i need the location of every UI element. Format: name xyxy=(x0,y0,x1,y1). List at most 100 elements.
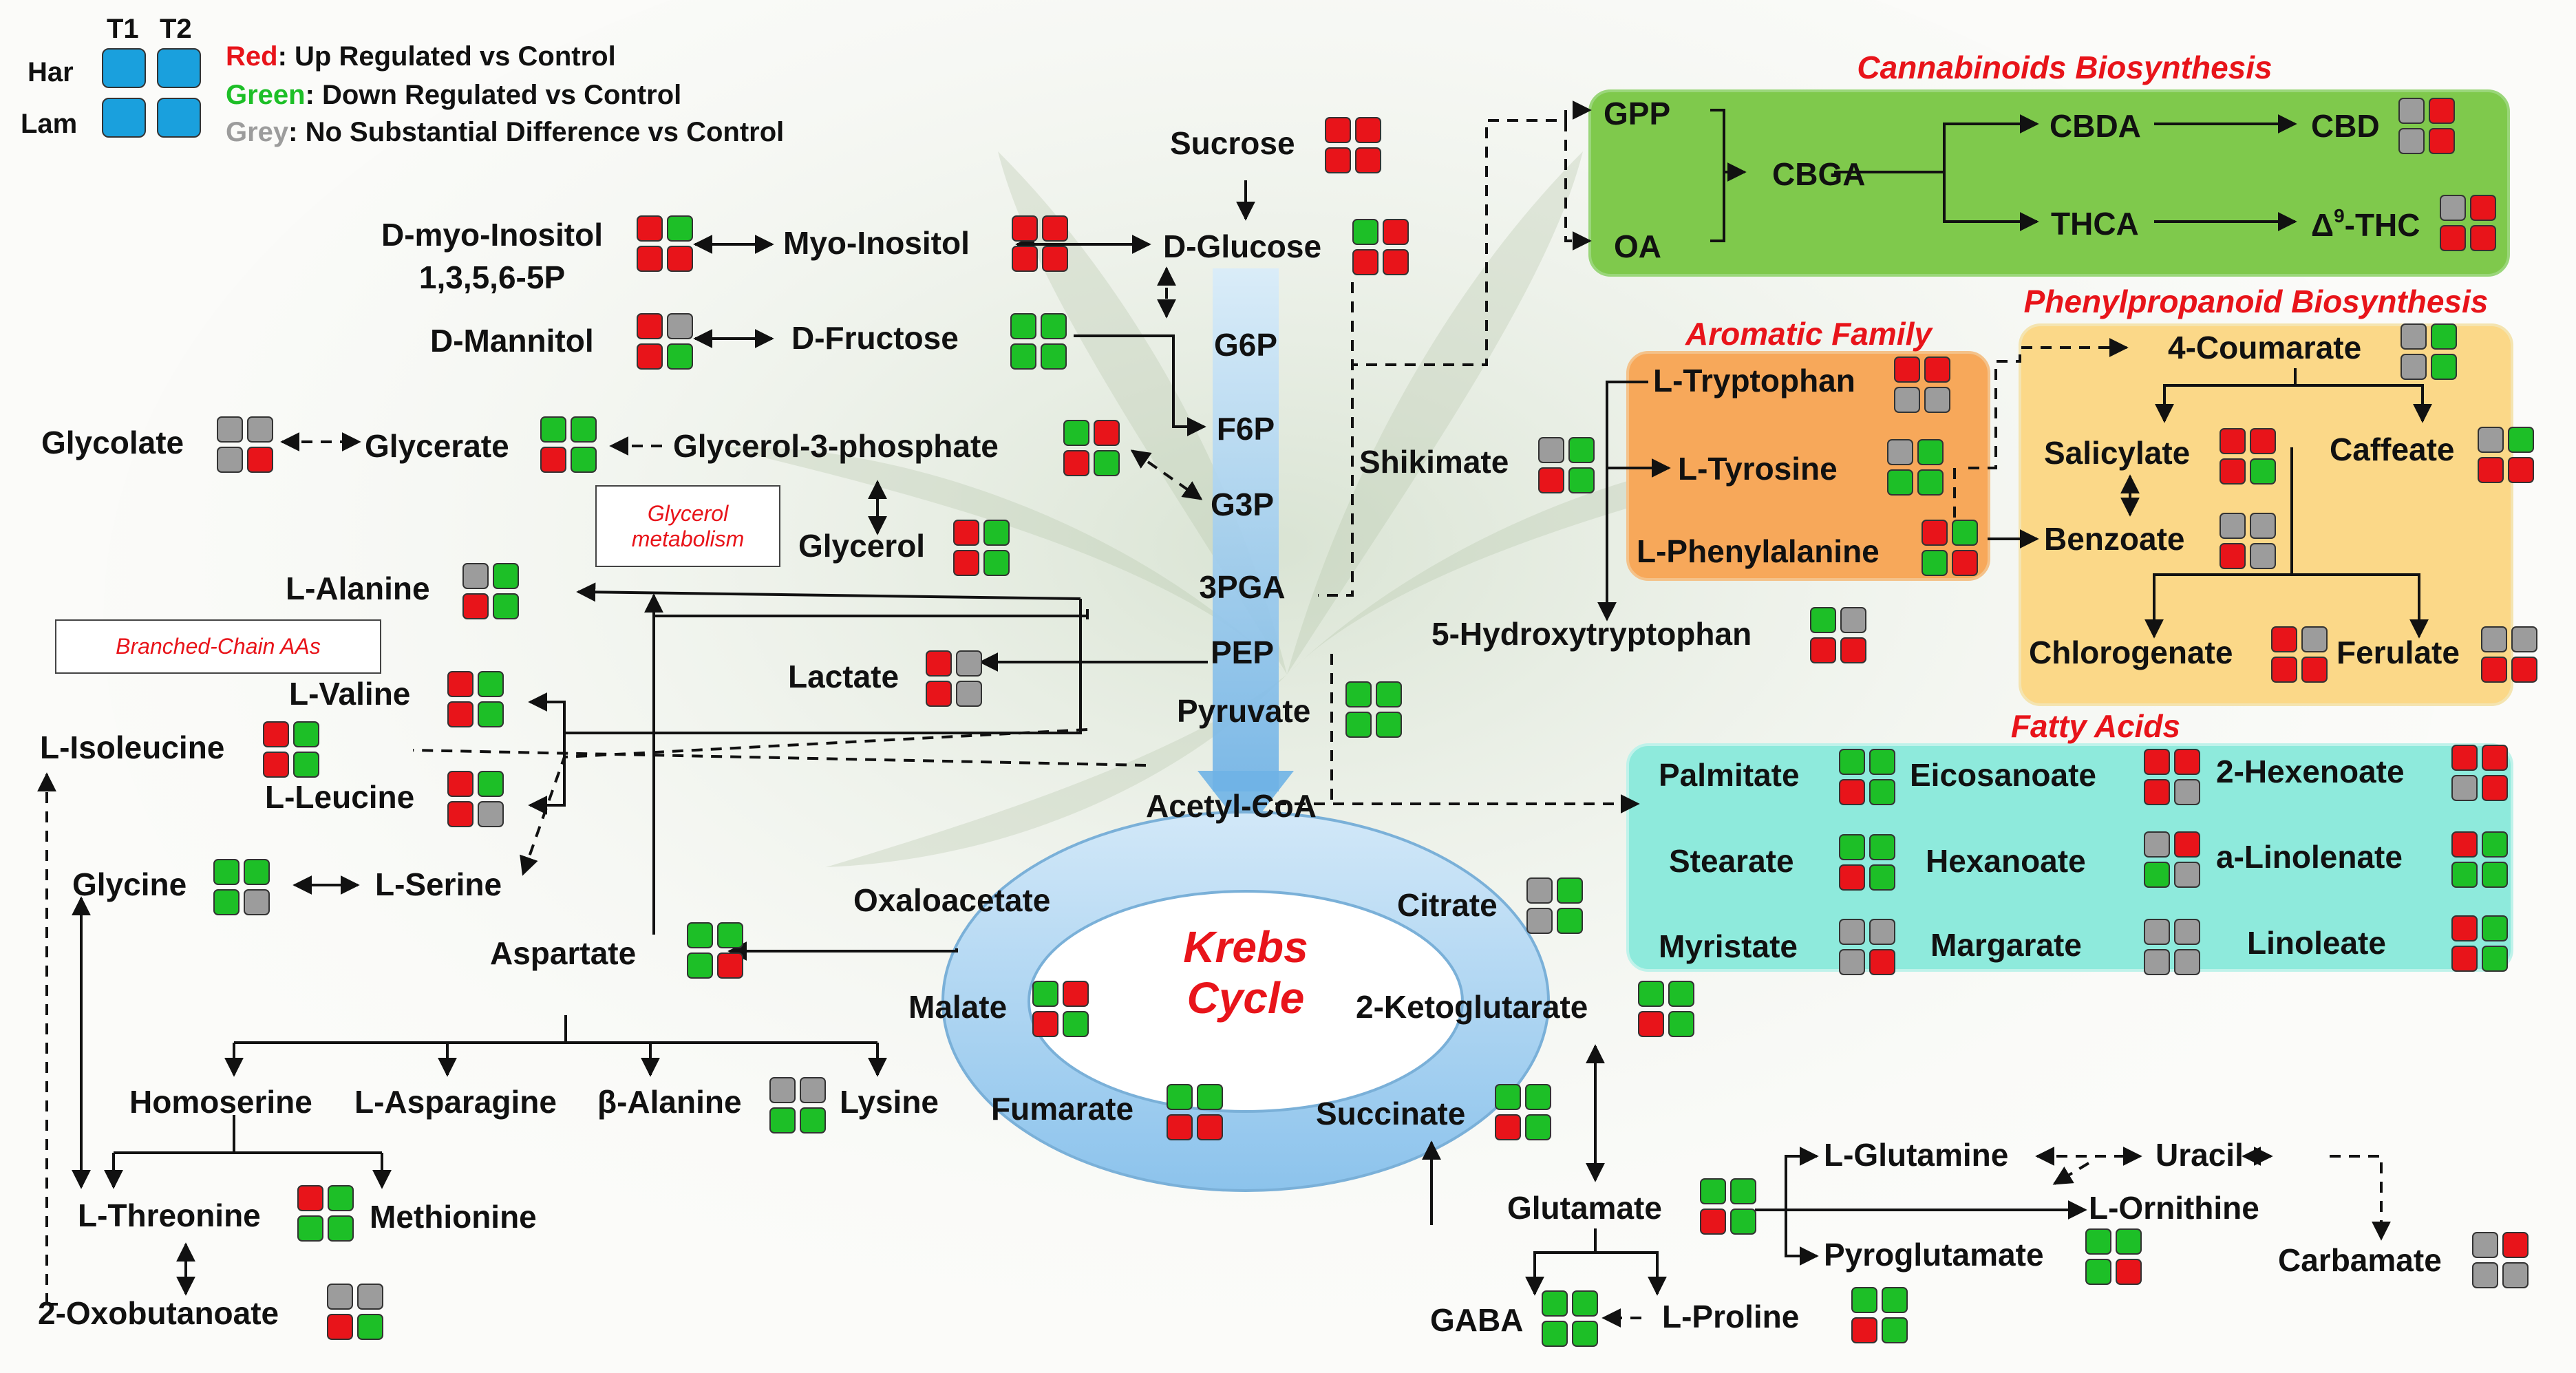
regulation-cell-lam-t1 xyxy=(2401,354,2427,380)
regulation-cell-har-t2 xyxy=(2116,1228,2142,1255)
label-a-linolenate: a-Linolenate xyxy=(2216,839,2403,875)
regulation-cell-lam-t1 xyxy=(2472,1262,2498,1288)
regulation-cell-har-t1 xyxy=(1851,1287,1877,1313)
label-myristate: Myristate xyxy=(1659,928,1798,964)
regulation-cell-lam-t1 xyxy=(217,447,243,473)
regulation-cell-har-t2 xyxy=(2482,915,2508,941)
note-glycerol-metabolism: Glycerol metabolism xyxy=(595,485,780,567)
regulation-cell-har-t2 xyxy=(1376,681,1402,707)
label-homoserine: Homoserine xyxy=(129,1084,312,1120)
regulation-cell-har-t1 xyxy=(2440,195,2466,221)
legend-red-word: Red xyxy=(226,41,278,72)
regulation-grid-glycerol-3-phosphate xyxy=(1063,420,1121,478)
regulation-cell-har-t2 xyxy=(800,1077,826,1103)
legend-row-har: Har xyxy=(28,57,74,87)
regulation-cell-har-t1 xyxy=(1839,919,1865,945)
regulation-cell-har-t1 xyxy=(1894,356,1920,383)
regulation-cell-har-t1 xyxy=(447,671,473,697)
regulation-cell-har-t2 xyxy=(983,520,1010,546)
label-acetyl-coa: Acetyl-CoA xyxy=(1146,788,1317,824)
regulation-cell-har-t1 xyxy=(1063,420,1089,446)
regulation-cell-lam-t2 xyxy=(1840,637,1866,663)
regulation-cell-har-t2 xyxy=(1094,420,1120,446)
regulation-cell-lam-t1 xyxy=(1839,864,1865,891)
regulation-grid-margarate xyxy=(2144,919,2202,977)
regulation-grid-thc xyxy=(2440,195,2498,253)
regulation-grid-hexanoate xyxy=(2144,831,2202,889)
label-uracil: Uracil xyxy=(2155,1137,2244,1173)
regulation-cell-lam-t2 xyxy=(1869,779,1895,805)
label-l-phenylalanine: L-Phenylalanine xyxy=(1637,533,1880,569)
regulation-cell-lam-t1 xyxy=(2144,779,2170,805)
regulation-cell-lam-t1 xyxy=(1538,467,1564,493)
regulation-grid-myristate xyxy=(1839,919,1897,977)
regulation-grid-a-linolenate xyxy=(2451,831,2509,889)
regulation-cell-har-t1 xyxy=(953,520,979,546)
legend-square-har-t1 xyxy=(102,48,146,88)
regulation-cell-lam-t2 xyxy=(478,801,504,827)
regulation-cell-lam-t1 xyxy=(2481,657,2507,683)
label-glycerol-3-phosphate: Glycerol-3-phosphate xyxy=(673,428,999,464)
regulation-cell-har-t2 xyxy=(1730,1178,1756,1204)
regulation-cell-lam-t2 xyxy=(2301,657,2328,683)
regulation-cell-lam-t2 xyxy=(2508,457,2534,483)
regulation-cell-lam-t2 xyxy=(493,593,519,619)
regulation-cell-har-t1 xyxy=(2220,428,2246,454)
regulation-cell-har-t2 xyxy=(1383,219,1409,245)
regulation-grid-sucrose xyxy=(1325,117,1383,175)
title-fatty-acids: Fatty Acids xyxy=(2010,708,2181,744)
label-cbda: CBDA xyxy=(2050,108,2141,144)
regulation-grid-l-valine xyxy=(447,671,505,729)
regulation-cell-har-t2 xyxy=(2429,98,2455,124)
regulation-cell-har-t2 xyxy=(2301,626,2328,652)
regulation-cell-har-t1 xyxy=(1638,981,1664,1007)
krebs-line-1: Krebs xyxy=(1183,922,1308,972)
regulation-cell-har-t2 xyxy=(293,721,319,747)
label-salicylate: Salicylate xyxy=(2044,435,2191,471)
regulation-cell-har-t1 xyxy=(1352,219,1379,245)
label-glutamate: Glutamate xyxy=(1507,1190,1662,1226)
regulation-cell-lam-t1 xyxy=(769,1107,796,1133)
regulation-grid-lactate xyxy=(926,650,983,708)
regulation-cell-lam-t1 xyxy=(447,801,473,827)
regulation-cell-har-t2 xyxy=(357,1284,383,1310)
regulation-cell-lam-t1 xyxy=(1638,1011,1664,1037)
regulation-cell-har-t1 xyxy=(1542,1290,1568,1317)
regulation-cell-har-t1 xyxy=(1010,313,1036,339)
regulation-cell-lam-t1 xyxy=(2144,862,2170,888)
regulation-grid-l-tryptophan xyxy=(1894,356,1952,414)
regulation-cell-lam-t2 xyxy=(800,1107,826,1133)
regulation-cell-lam-t1 xyxy=(1839,949,1865,975)
regulation-cell-lam-t1 xyxy=(2220,458,2246,485)
label-cbd: CBD xyxy=(2311,108,2380,144)
label-glycolate: Glycolate xyxy=(41,425,184,460)
label-succinate: Succinate xyxy=(1316,1096,1466,1131)
regulation-grid-benzoate xyxy=(2220,513,2277,571)
label-2-hexenoate: 2-Hexenoate xyxy=(2216,754,2405,789)
legend-red-text: : Up Regulated vs Control xyxy=(277,41,616,72)
regulation-cell-har-t1 xyxy=(769,1077,796,1103)
regulation-cell-lam-t2 xyxy=(1952,550,1978,576)
thc-prefix: Δ xyxy=(2311,207,2334,243)
regulation-cell-lam-t2 xyxy=(2470,225,2496,251)
regulation-cell-har-t1 xyxy=(2451,831,2478,858)
regulation-grid-4-coumarate xyxy=(2401,323,2458,381)
regulation-cell-lam-t1 xyxy=(462,593,489,619)
regulation-grid-salicylate xyxy=(2220,428,2277,486)
regulation-cell-lam-t2 xyxy=(983,550,1010,576)
regulation-cell-lam-t2 xyxy=(2431,354,2457,380)
regulation-cell-har-t1 xyxy=(263,721,289,747)
regulation-cell-lam-t2 xyxy=(1063,1011,1089,1037)
label-f6p: F6P xyxy=(1216,411,1275,447)
regulation-cell-har-t1 xyxy=(1922,520,1948,546)
regulation-cell-har-t2 xyxy=(1668,981,1694,1007)
regulation-cell-lam-t1 xyxy=(2451,775,2478,801)
label-g6p: G6P xyxy=(1213,327,1278,363)
label-margarate: Margarate xyxy=(1930,927,2082,963)
label-l-asparagine: L-Asparagine xyxy=(354,1084,557,1120)
regulation-cell-har-t1 xyxy=(2144,919,2170,945)
thc-superscript: 9 xyxy=(2334,205,2345,226)
regulation-grid-l-phenylalanine xyxy=(1922,520,1979,577)
regulation-cell-har-t1 xyxy=(297,1185,323,1211)
